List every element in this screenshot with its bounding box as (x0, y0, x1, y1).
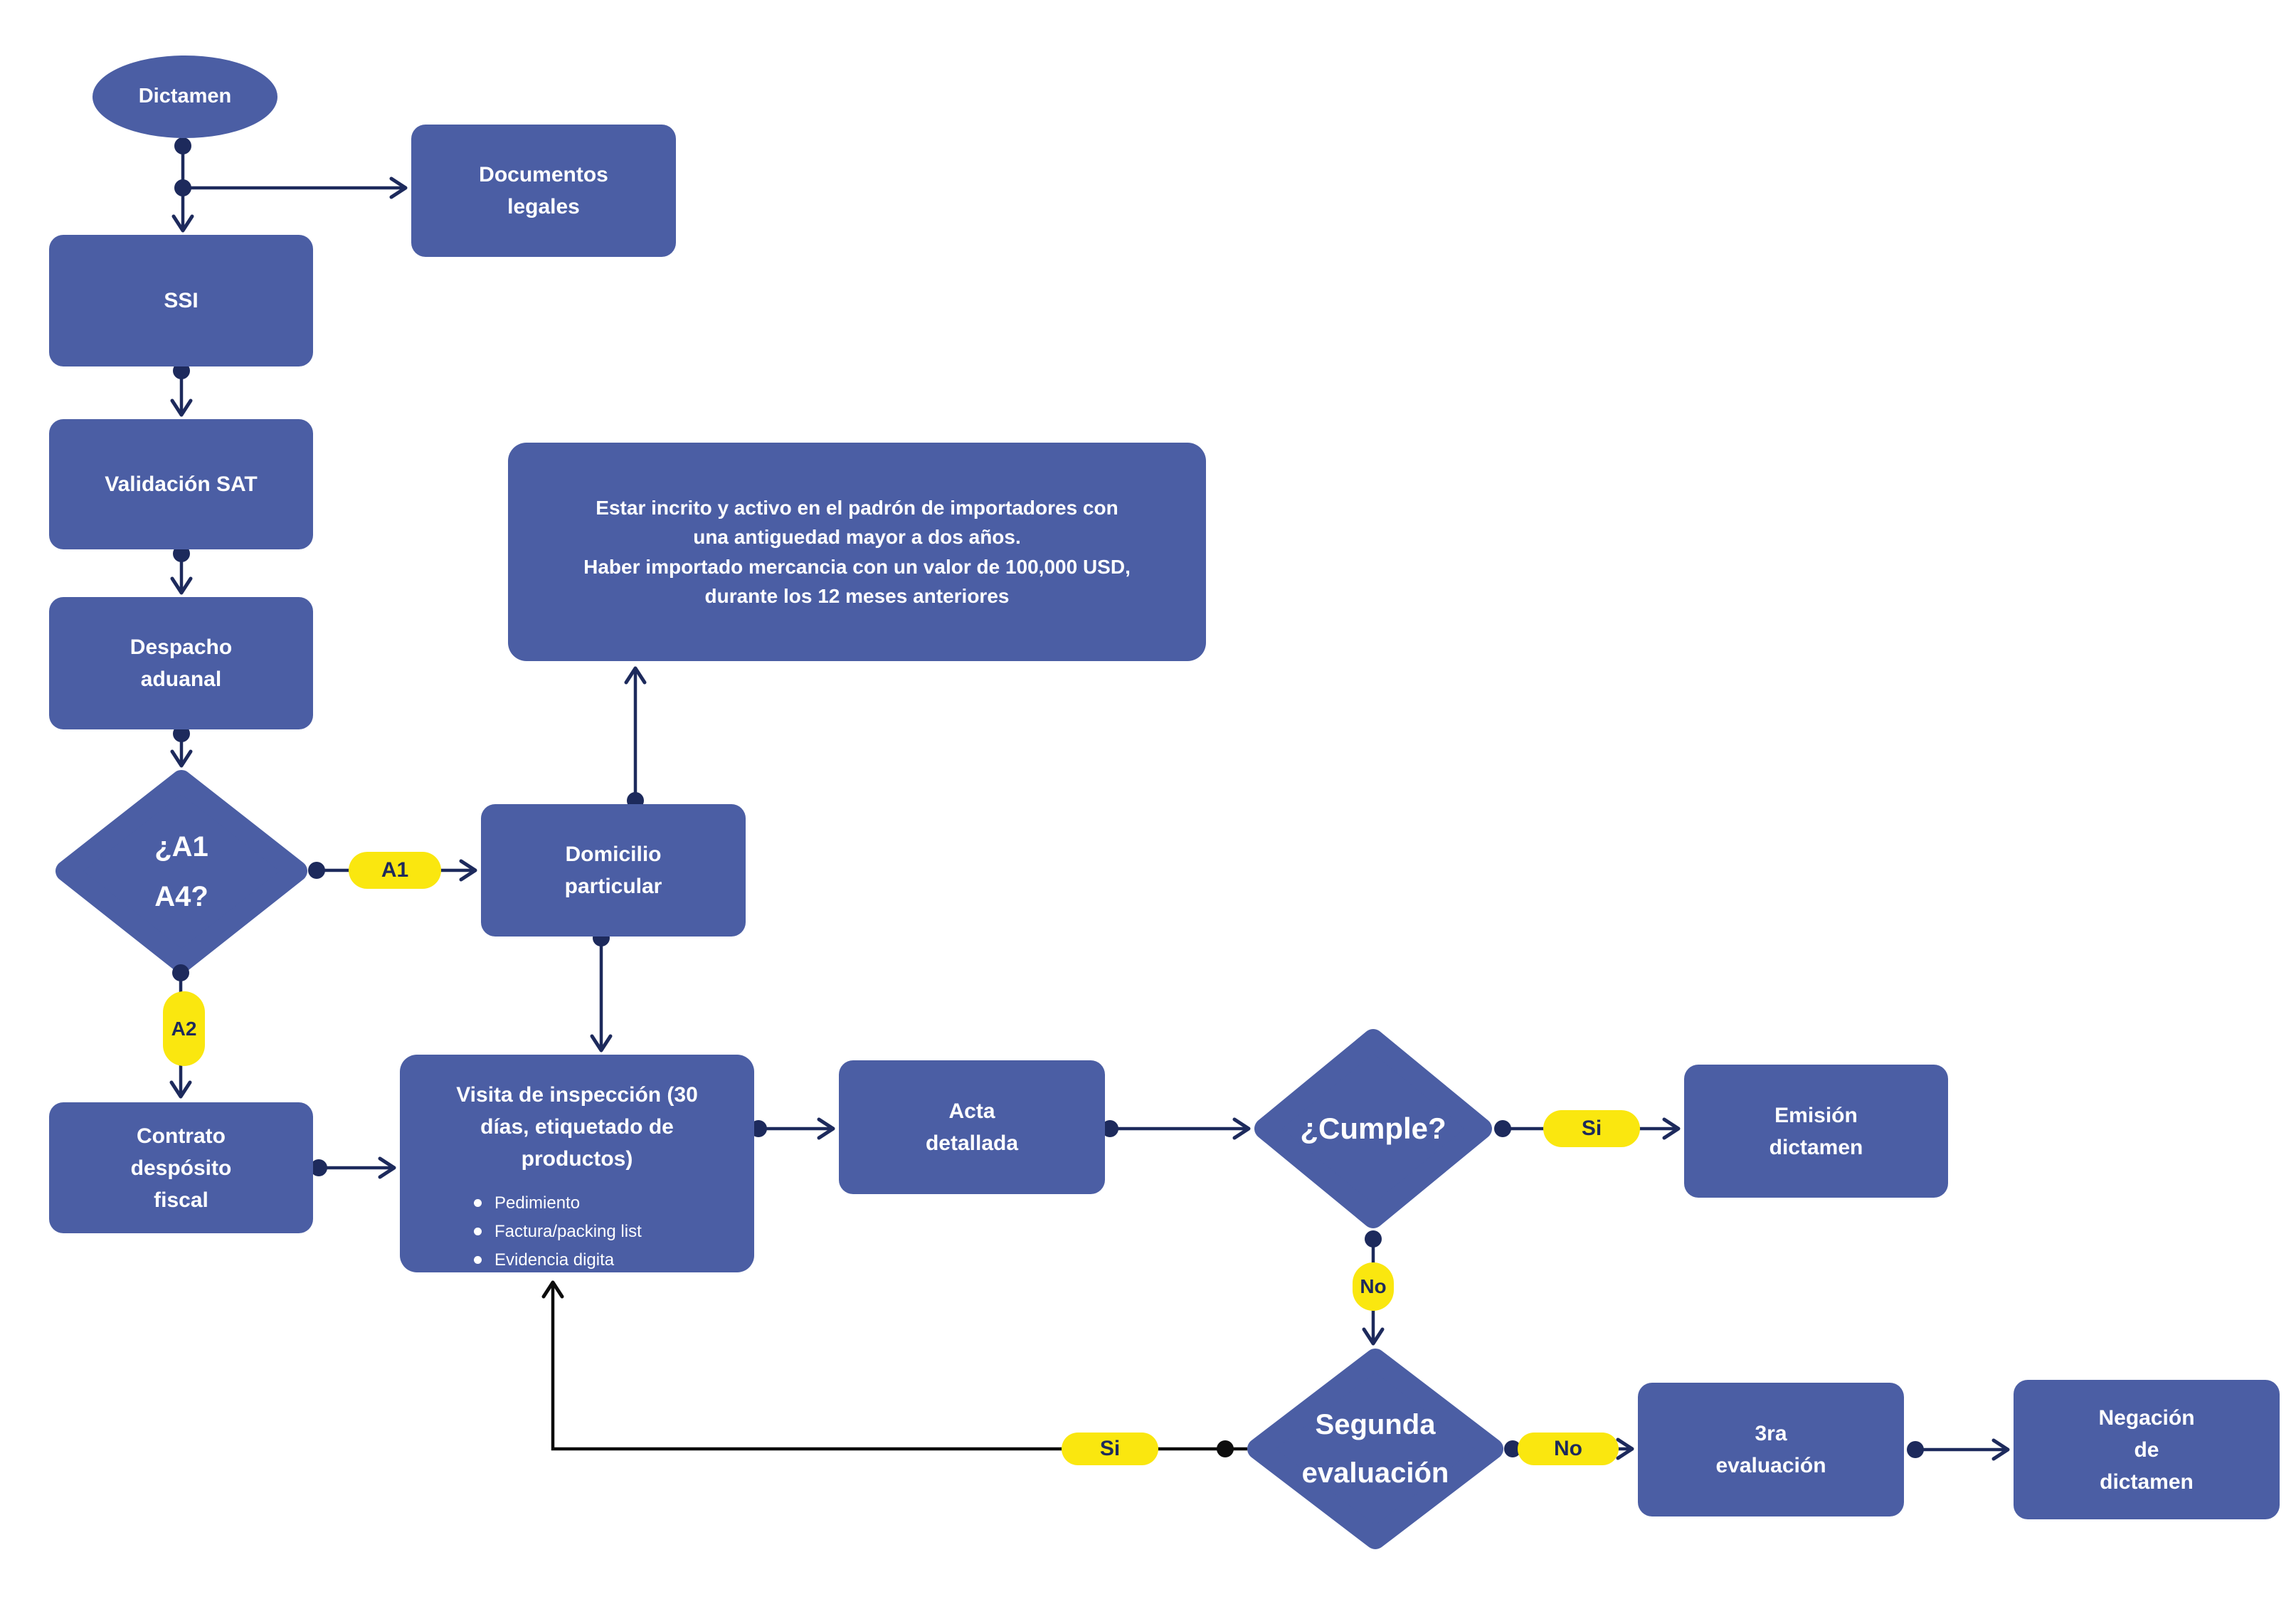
edge-label-cumple-si-text: Si (1581, 1117, 1602, 1140)
node-acta-detallada-label: Acta detallada (925, 1099, 1019, 1155)
edge-segunda-si-loop-visita (541, 1280, 1247, 1451)
decision-cumple-shape (1254, 1029, 1492, 1228)
node-emision-dictamen: Emisión dictamen (1684, 1065, 1948, 1198)
node-requisitos-padron: Estar incrito y activo en el padrón de i… (508, 443, 1206, 661)
node-tercera-evaluacion: 3ra evaluación (1638, 1383, 1904, 1516)
edge-label-segunda-no: No (1518, 1433, 1619, 1465)
decision-segunda-shape (1247, 1349, 1503, 1549)
edge-label-a2-text: A2 (171, 1017, 197, 1040)
node-decision-segunda-evaluacion-label: Segunda evaluación (1301, 1409, 1449, 1489)
node-acta-detallada: Acta detallada (839, 1060, 1105, 1194)
node-visita-inspeccion-title: Visita de inspección (30 días, etiquetad… (456, 1083, 698, 1171)
node-contrato-deposito-fiscal-label: Contrato despósito fiscal (130, 1124, 232, 1212)
edge-label-a2: A2 (163, 991, 205, 1066)
edge-label-cumple-si: Si (1543, 1110, 1640, 1147)
visita-bullet-label: Pedimiento (494, 1193, 581, 1213)
node-ssi: SSI (49, 235, 313, 366)
node-negacion-dictamen: Negación de dictamen (2014, 1380, 2280, 1519)
node-decision-segunda-evaluacion: Segunda evaluación (1247, 1349, 1503, 1549)
bullet-dot-icon (474, 1256, 482, 1265)
bullet-dot-icon (474, 1228, 482, 1236)
visita-bullet-label: Evidencia digita (494, 1250, 615, 1270)
node-decision-cumple-label: ¿Cumple? (1300, 1112, 1446, 1145)
visita-bullet-item: Factura/packing list (474, 1220, 754, 1243)
node-ssi-label: SSI (164, 289, 199, 312)
visita-bullet-list: Pedimiento Factura/packing list Evidenci… (400, 1192, 754, 1272)
node-documentos-legales: Documentos legales (411, 125, 676, 257)
node-despacho-aduanal-label: Despacho aduanal (129, 635, 233, 691)
node-tercera-evaluacion-label: 3ra evaluación (1715, 1422, 1826, 1477)
node-emision-dictamen-label: Emisión dictamen (1769, 1103, 1863, 1159)
node-validacion-sat: Validación SAT (49, 419, 313, 549)
decision-shapes (55, 770, 1503, 1549)
edge-label-segunda-si-text: Si (1099, 1437, 1121, 1460)
node-dictamen-label: Dictamen (138, 85, 232, 108)
junction-dots (172, 137, 1924, 1458)
edge-label-a1-text: A1 (381, 858, 409, 882)
node-decision-cumple: ¿Cumple? (1254, 1029, 1492, 1228)
edge-label-cumple-no: No (1353, 1262, 1394, 1311)
node-contrato-deposito-fiscal: Contrato despósito fiscal (49, 1102, 313, 1233)
edge-label-cumple-no-text: No (1360, 1275, 1387, 1297)
node-domicilio-particular: Domicilio particular (481, 804, 746, 937)
node-requisitos-padron-label: Estar incrito y activo en el padrón de i… (583, 496, 1131, 607)
node-domicilio-particular-label: Domicilio particular (564, 843, 662, 898)
edge-label-segunda-no-text: No (1554, 1437, 1582, 1460)
node-validacion-sat-label: Validación SAT (105, 473, 258, 496)
node-decision-a1a4: ¿A1 A4? (55, 770, 307, 973)
node-decision-a1a4-label: ¿A1 A4? (154, 830, 208, 912)
edge-label-a1: A1 (349, 852, 441, 889)
edge-label-segunda-si: Si (1062, 1433, 1158, 1465)
decision-a1a4-shape (55, 770, 307, 973)
visita-bullet-item: Pedimiento (474, 1192, 754, 1214)
node-dictamen: Dictamen (92, 56, 277, 138)
visita-bullet-label: Factura/packing list (494, 1222, 642, 1242)
node-negacion-dictamen-label: Negación de dictamen (2098, 1405, 2195, 1494)
node-despacho-aduanal: Despacho aduanal (49, 597, 313, 729)
node-documentos-legales-label: Documentos legales (479, 163, 608, 218)
visita-bullet-item: Evidencia digita (474, 1249, 754, 1271)
bullet-dot-icon (474, 1199, 482, 1208)
node-visita-inspeccion: Visita de inspección (30 días, etiquetad… (400, 1055, 754, 1272)
